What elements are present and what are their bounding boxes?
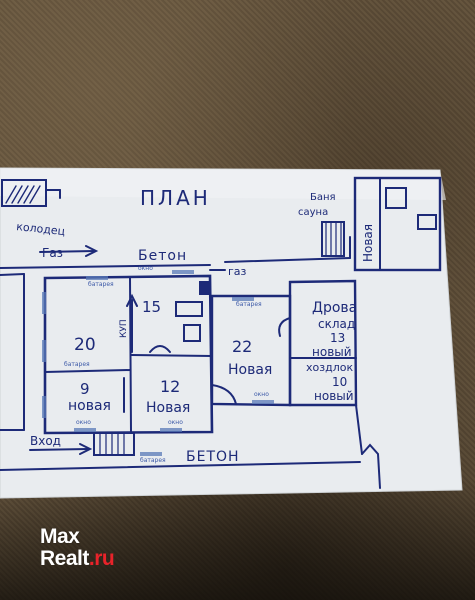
sauna-label: сауна bbox=[298, 207, 328, 218]
maxrealt-watermark: Max Realt.ru bbox=[40, 525, 115, 570]
window-label-room9: окно bbox=[76, 419, 91, 426]
gas-label: Газ bbox=[42, 246, 63, 260]
utility-area: 10 bbox=[332, 375, 347, 389]
bathhouse-outline bbox=[353, 176, 442, 272]
concrete-label-top: Бетон bbox=[138, 248, 187, 264]
room-22-area: 22 bbox=[232, 337, 252, 356]
house-outline bbox=[43, 274, 214, 435]
radiator-label-room22: батарея bbox=[236, 301, 262, 308]
room-15-area: 15 bbox=[142, 298, 161, 316]
woodshed-status: новый bbox=[312, 345, 352, 359]
window-label-top: окно bbox=[138, 265, 153, 272]
gas-arrow bbox=[39, 250, 96, 253]
carpet-shadow bbox=[0, 480, 475, 600]
entrance-label: Вход bbox=[30, 434, 61, 448]
utility-title: хоздлок bbox=[306, 361, 353, 374]
room-20-area: 20 bbox=[74, 335, 96, 355]
sauna-stove bbox=[321, 221, 345, 257]
entrance-porch bbox=[93, 432, 135, 456]
concrete-path-bottom bbox=[0, 461, 361, 471]
watermark-ru: .ru bbox=[88, 547, 115, 570]
room-22-status: Новая bbox=[228, 362, 272, 378]
well-box bbox=[1, 179, 47, 207]
bathhouse-label: Баня bbox=[310, 192, 336, 203]
woodshed-title: Дрова bbox=[312, 300, 357, 316]
watermark-realt-line: Realt.ru bbox=[40, 547, 115, 570]
watermark-max: Max bbox=[40, 525, 80, 548]
well-hatching bbox=[5, 185, 41, 204]
gas-tap-label: газ bbox=[228, 265, 247, 278]
bathhouse-status: Новая bbox=[361, 224, 375, 262]
radiator-label-room20: батарея bbox=[64, 361, 90, 368]
concrete-label-bottom: БЕТОН bbox=[186, 449, 240, 465]
watermark-realt: Realt bbox=[40, 547, 89, 570]
room-12-status: Новая bbox=[146, 400, 190, 416]
room-9-area: 9 bbox=[80, 380, 90, 398]
stove-label: КУП bbox=[119, 319, 129, 338]
room-12-area: 12 bbox=[160, 377, 180, 396]
paper bbox=[0, 167, 463, 499]
woodshed-sub: склад bbox=[318, 317, 355, 331]
gas-line-top bbox=[0, 264, 211, 269]
woodshed-area: 13 bbox=[330, 331, 345, 345]
window-marks bbox=[42, 270, 274, 456]
room-9-status: новая bbox=[68, 398, 111, 414]
radiator-label-top: батарея bbox=[88, 281, 114, 288]
plan-title: ПЛАН bbox=[140, 186, 211, 210]
well-label: колодец bbox=[16, 220, 66, 238]
paper-highlight bbox=[0, 168, 446, 200]
window-label-room22: окно bbox=[254, 391, 269, 398]
window-label-room12: окно bbox=[168, 419, 183, 426]
radiator-label-porch: батарея bbox=[140, 457, 166, 464]
utility-status: новый bbox=[314, 389, 354, 403]
